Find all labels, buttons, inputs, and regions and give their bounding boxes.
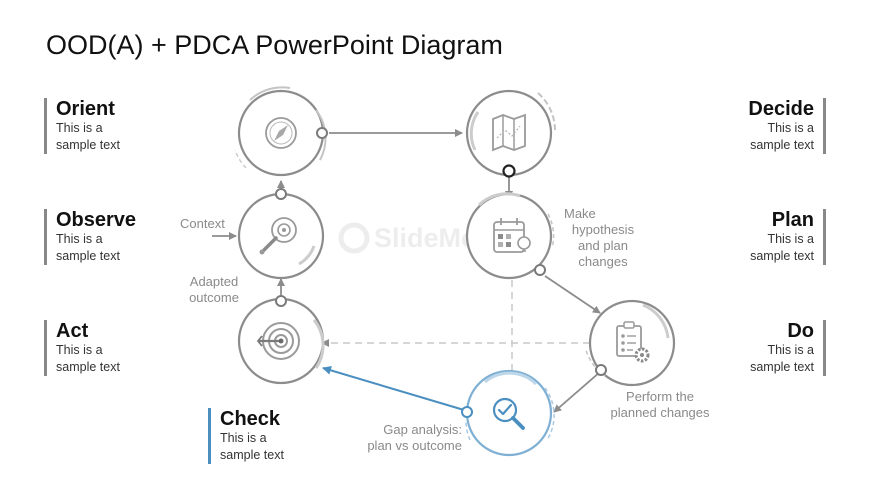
label-text-line1: This is a	[767, 232, 814, 246]
note-adapted-outcome: Adapted outcome	[180, 274, 248, 306]
connector-dot	[316, 127, 328, 139]
connector-dot	[502, 164, 516, 178]
label-text-line1: This is a	[56, 121, 103, 135]
label-text-line2: sample text	[750, 360, 814, 374]
label-text-line2: sample text	[56, 249, 120, 263]
connector-dot	[275, 295, 287, 307]
bullseye-icon	[256, 322, 300, 360]
connector-dot	[534, 264, 546, 276]
label-heading: Act	[56, 320, 89, 342]
compass-icon	[265, 117, 297, 149]
label-heading: Observe	[56, 209, 137, 231]
label-text-line1: This is a	[767, 121, 814, 135]
node-do	[585, 299, 676, 387]
label-orient: Orient This is a sample text	[44, 98, 120, 154]
connector-dot	[461, 406, 473, 418]
note-context: Context	[180, 216, 225, 231]
label-text-line2: sample text	[56, 138, 120, 152]
note-line: Gap analysis:	[383, 422, 462, 437]
node-check	[465, 369, 555, 457]
connector-dot	[275, 188, 287, 200]
note-line: Adapted	[189, 274, 239, 289]
magnifier-check-icon	[492, 397, 525, 430]
note-line: Make	[564, 206, 596, 221]
note-gap-analysis: Gap analysis: plan vs outcome	[350, 422, 462, 454]
note-make-hypothesis: Make hypothesis and plan changes	[560, 206, 646, 270]
note-perform-changes: Perform the planned changes	[598, 389, 722, 421]
label-act: Act This is a sample text	[44, 320, 120, 376]
page-title: OOD(A) + PDCA PowerPoint Diagram	[46, 30, 503, 60]
label-check: Check This is a sample text	[208, 408, 284, 464]
node-orient	[234, 86, 327, 177]
note-line: changes	[578, 254, 628, 269]
target-icon	[259, 217, 297, 255]
label-text-line2: sample text	[56, 360, 120, 374]
label-text-line2: sample text	[750, 138, 814, 152]
node-decide	[465, 89, 556, 177]
label-heading: Decide	[748, 98, 814, 120]
label-text-line2: sample text	[750, 249, 814, 263]
arrow-check-to-act	[322, 365, 465, 411]
label-do: Do This is a sample text	[750, 320, 826, 376]
note-line: outcome	[189, 290, 239, 305]
arrow-do-to-check	[553, 371, 601, 413]
arrow-plan-to-do	[544, 275, 601, 314]
label-plan: Plan This is a sample text	[750, 209, 826, 265]
label-heading: Orient	[56, 98, 115, 120]
node-observe	[237, 192, 325, 280]
label-text-line2: sample text	[220, 448, 284, 462]
label-text-line1: This is a	[220, 431, 267, 445]
label-text-line1: This is a	[56, 343, 103, 357]
note-line: planned changes	[610, 405, 710, 420]
connector-dot	[595, 364, 607, 376]
label-heading: Do	[787, 320, 814, 342]
note-line: hypothesis	[571, 222, 635, 237]
map-icon	[492, 113, 526, 152]
node-act	[237, 297, 325, 385]
note-line: Perform the	[626, 389, 694, 404]
label-decide: Decide This is a sample text	[748, 98, 826, 154]
label-heading: Check	[220, 408, 281, 430]
calendar-icon	[493, 218, 531, 253]
label-heading: Plan	[771, 209, 814, 231]
clipboard-gear-icon	[616, 321, 650, 363]
label-text-line1: This is a	[56, 232, 103, 246]
note-line: plan vs outcome	[367, 438, 462, 453]
node-plan	[465, 192, 555, 280]
label-text-line1: This is a	[767, 343, 814, 357]
label-observe: Observe This is a sample text	[44, 209, 136, 265]
note-line: and plan	[578, 238, 628, 253]
